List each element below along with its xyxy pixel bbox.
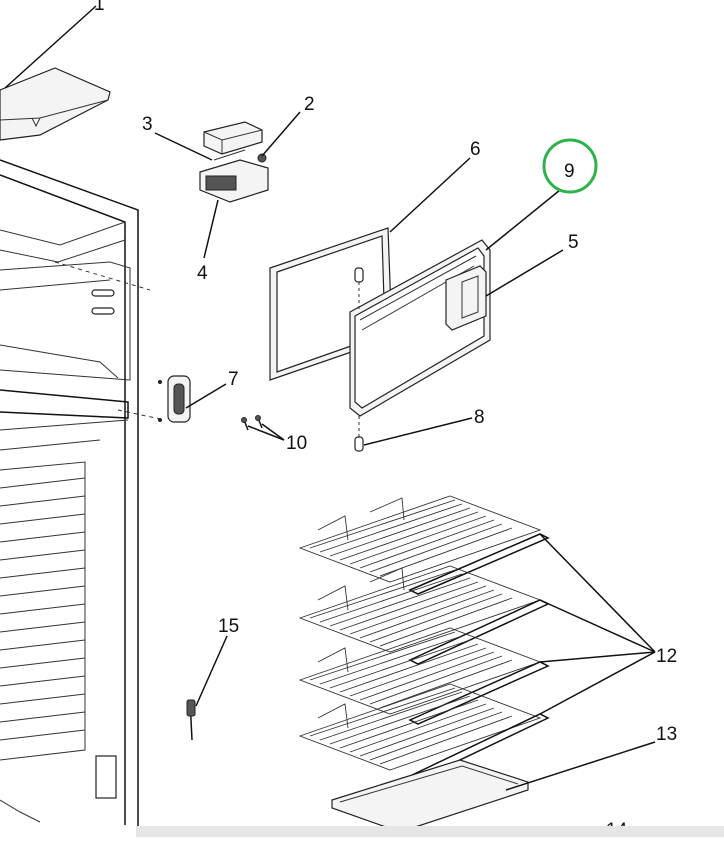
screws <box>241 415 263 431</box>
leader-lines <box>4 5 656 833</box>
drip-tray <box>331 759 529 833</box>
wire-shelves <box>298 495 550 781</box>
callout-7: 7 <box>228 369 239 390</box>
callout-2: 2 <box>304 94 315 115</box>
bottom-scroll-strip <box>136 826 724 837</box>
temperature-sensor <box>186 699 196 741</box>
callout-13: 13 <box>656 724 677 745</box>
callout-6: 6 <box>470 139 481 160</box>
callout-labels: 1 2 3 4 5 6 7 8 9 10 12 13 14 15 <box>94 0 677 841</box>
thermostat-assembly <box>199 121 269 203</box>
callout-15: 15 <box>218 616 239 637</box>
callout-3: 3 <box>142 114 153 135</box>
callout-8: 8 <box>474 407 485 428</box>
cabinet-body <box>0 67 166 830</box>
callout-1: 1 <box>94 0 105 15</box>
callout-5: 5 <box>568 232 579 253</box>
callout-9: 9 <box>564 161 575 182</box>
callout-12: 12 <box>656 646 677 667</box>
shelf-4 <box>298 683 550 781</box>
shelf-1 <box>298 495 550 595</box>
callout-10: 10 <box>286 433 307 454</box>
evaporator-coil <box>0 461 86 761</box>
callout-4: 4 <box>197 263 208 284</box>
freezer-door <box>349 239 491 452</box>
highlight-circle <box>542 138 598 194</box>
shelf-3 <box>298 627 550 725</box>
door-handle <box>445 265 487 331</box>
door-stop <box>158 375 191 423</box>
